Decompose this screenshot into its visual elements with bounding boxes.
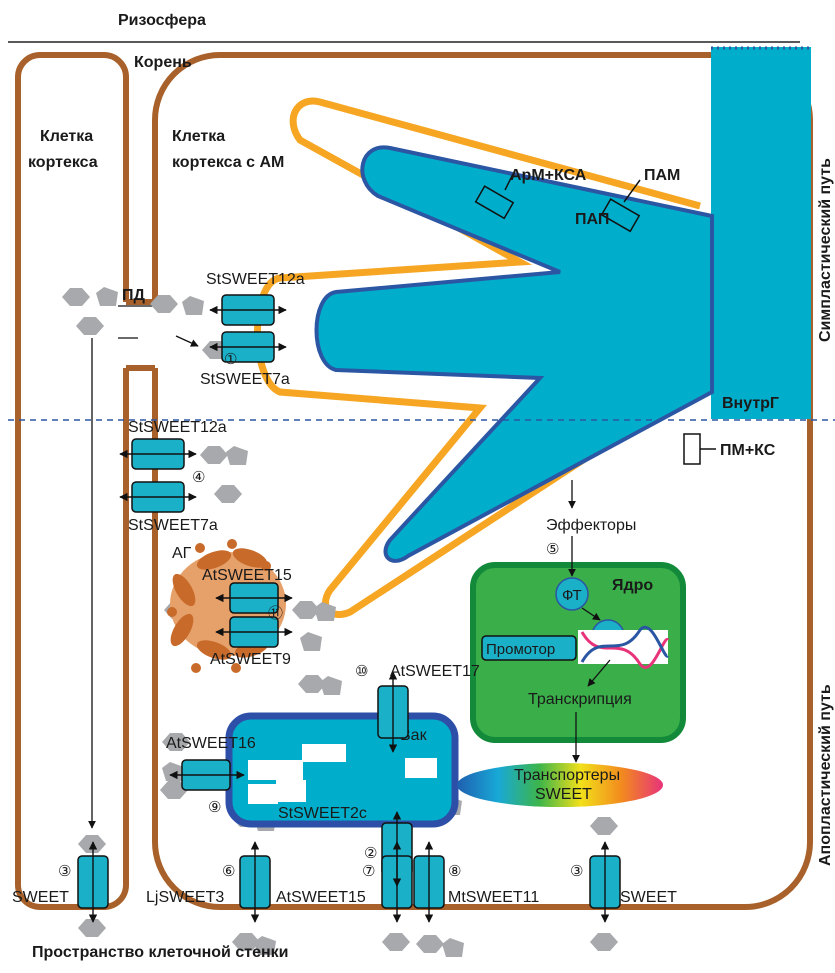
label-sweet-left: SWEET	[12, 889, 69, 906]
label-stsweet7a-mid: StSWEET7a	[128, 517, 218, 534]
label-atsweet15-ag: AtSWEET15	[202, 567, 292, 584]
sugar-pentagon	[442, 938, 464, 957]
ft-label-1: ФТ	[562, 587, 582, 604]
nucleus-label: Ядро	[612, 577, 653, 594]
label-stsweet12a-top: StSWEET12a	[206, 271, 305, 288]
cell-wall-space-label: Пространство клеточной стенки	[32, 944, 288, 961]
step-3-right: ③	[570, 863, 583, 880]
step-7: ⑦	[362, 863, 375, 880]
cortex-cell-wall	[18, 55, 126, 907]
dna-helix	[578, 627, 668, 667]
promoter-label: Промотор	[486, 641, 555, 658]
step-6: ⑥	[222, 863, 235, 880]
intercellular-hypha	[711, 47, 811, 419]
label-atsweet15-bottom: AtSWEET15	[276, 889, 366, 906]
label-atsweet17: AtSWEET17	[390, 663, 480, 680]
ag-label: АГ	[172, 545, 192, 562]
step-8: ⑧	[448, 863, 461, 880]
sugar-hexagon	[78, 919, 106, 937]
root-label: Корень	[134, 54, 192, 71]
label-mtsweet11: MtSWEET11	[448, 889, 539, 906]
label-stsweet12a-mid: StSWEET12a	[128, 419, 227, 436]
apoplastic-label: Апопластический путь	[817, 684, 834, 866]
pap-label: ПАП	[575, 211, 609, 228]
pam-label: ПАМ	[644, 167, 680, 184]
pd-label: ПД	[122, 287, 146, 304]
label-sweet-right: SWEET	[620, 889, 677, 906]
label-ljsweet3: LjSWEET3	[146, 889, 224, 906]
step-11: ⑪	[268, 605, 283, 622]
vnutrg-label: ВнутрГ	[722, 395, 779, 412]
symplastic-label: Симпластический путь	[817, 158, 834, 342]
label-stsweet2c: StSWEET2c	[278, 805, 367, 822]
sugar-hexagon	[416, 935, 444, 953]
label-stsweet7a-top: StSWEET7a	[200, 371, 290, 388]
arm-ksa-label: АрМ+КСА	[510, 167, 587, 184]
transporters-label-2: SWEET	[535, 786, 592, 803]
pm-ks-label: ПМ+КС	[720, 442, 776, 459]
step-9: ⑨	[208, 799, 221, 816]
step-2: ②	[364, 845, 377, 862]
cortex-cell-label-1: Клетка	[40, 128, 93, 145]
cortex-cell-label-2: кортекса	[28, 154, 98, 171]
step-10: ⑩	[355, 663, 368, 680]
sugar-hexagon	[590, 933, 618, 951]
label-atsweet9: AtSWEET9	[210, 651, 291, 668]
transcription-label: Транскрипция	[528, 691, 632, 708]
sugar-hexagon	[382, 933, 410, 951]
step-4: ④	[192, 469, 205, 486]
transporters-label-1: Транспортеры	[514, 767, 620, 784]
am-cell-label-1: Клетка	[172, 128, 225, 145]
step-1: ①	[224, 351, 237, 368]
effectors-label: Эффекторы	[546, 517, 636, 534]
step-5: ⑤	[546, 541, 559, 558]
pm-ks-box	[684, 434, 700, 464]
label-atsweet16: AtSWEET16	[166, 735, 256, 752]
plasmodesma-gap	[122, 302, 160, 368]
am-cell-label-2: кортекса с АМ	[172, 154, 284, 171]
rhizosphere-label: Ризосфера	[118, 12, 206, 29]
step-3-left: ③	[58, 863, 71, 880]
